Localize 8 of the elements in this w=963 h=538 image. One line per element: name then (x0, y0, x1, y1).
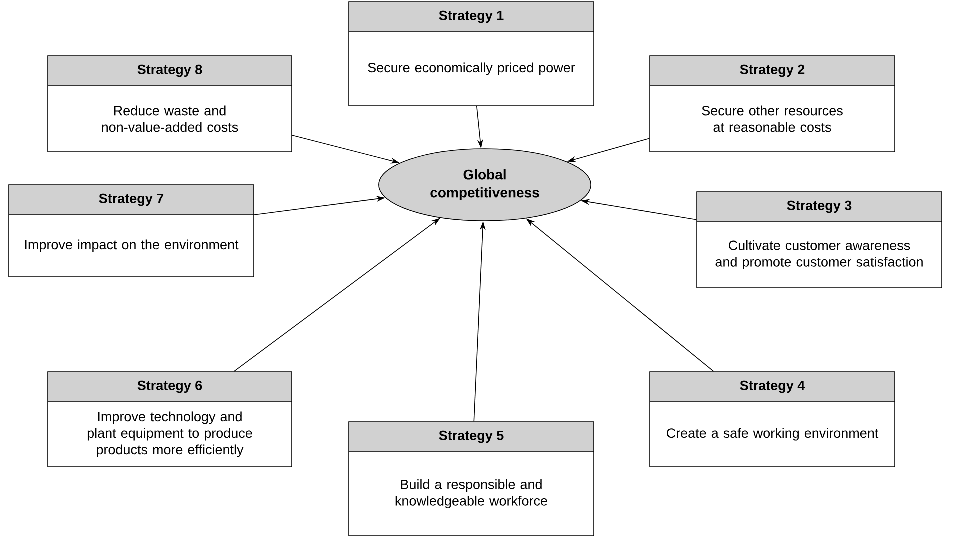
strategy-box: Strategy 1 Secure economically priced power (348, 2, 594, 106)
strategy-box: Strategy 4 Create a safe working environment (650, 372, 896, 468)
strategy-box: Strategy 3 Cultivate customer awareness and promote customer satisfaction (696, 192, 942, 288)
strategy-box: Strategy 8 Reduce waste and non-value-added costs (48, 56, 292, 152)
strategy-box: Strategy 2 Secure other resources at reasonable costs (650, 56, 896, 152)
strategy-box: Strategy 6 Improve technology and plant equipment to produce products more efficiently (48, 372, 292, 468)
strategy-box: Strategy 7 Improve impact on the environment (8, 184, 254, 278)
strategy-box: Strategy 5 Build a responsible and knowledgeable workforce (348, 422, 594, 536)
